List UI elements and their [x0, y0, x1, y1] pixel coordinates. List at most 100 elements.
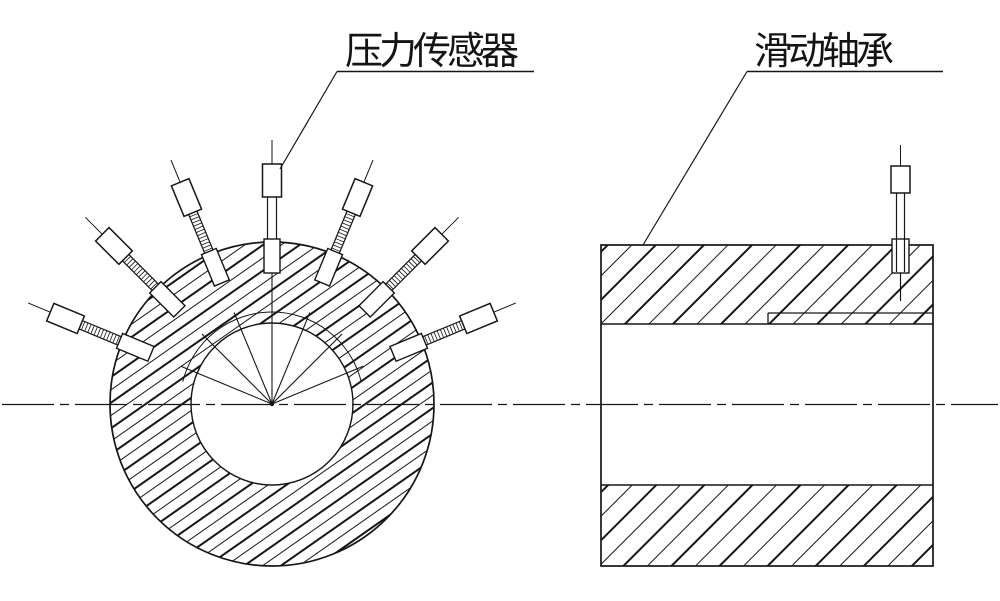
- sensor-body: [458, 302, 499, 335]
- sensor-tip: [357, 280, 396, 319]
- sensor-tip: [389, 332, 429, 363]
- sensor-stem-thread-tick: [338, 231, 347, 237]
- sensor-stem-thread-tick: [124, 256, 131, 263]
- sensor-hole-axis-line: [180, 365, 273, 405]
- sensor-stem-thread-tick: [396, 272, 404, 280]
- sensor-stem-thread-tick: [386, 282, 394, 290]
- pressure-sensor-assembly: [271, 216, 460, 405]
- sensor-stem-thread-tick: [398, 270, 406, 278]
- sensor-stem-edge: [425, 328, 466, 346]
- sensor-axis-extension: [170, 159, 181, 183]
- sensor-stem-thread-tick: [332, 244, 342, 249]
- sensor-stem-thread-tick: [193, 222, 202, 227]
- side-view-outline: [600, 244, 934, 567]
- sensor-stem-thread-tick: [143, 275, 151, 283]
- sensor-stem-thread-tick: [389, 280, 396, 287]
- sensor-stem-edge: [330, 210, 348, 251]
- sensor-stem-thread-tick: [455, 322, 460, 332]
- sensor-stem-thread-tick: [391, 277, 399, 285]
- sensor-stem-edge: [385, 254, 416, 285]
- sensor-axis-extension: [27, 302, 51, 313]
- sensor-stem-thread-tick: [452, 324, 457, 333]
- sensor-stem-thread-tick: [334, 241, 343, 246]
- sliding-bearing-leader-line: [642, 71, 748, 246]
- side-view-upper-wall-hatch: [601, 245, 933, 324]
- sliding-bearing-label: 滑动轴承: [754, 29, 893, 73]
- sensor-axis-extension: [441, 216, 460, 235]
- sensor-stem-thread-tick: [112, 334, 117, 344]
- sensor-stem-thread-tick: [424, 335, 429, 345]
- sensor-stem-thread-tick: [430, 333, 435, 342]
- sensor-hole-axis-line: [271, 312, 311, 405]
- sensor-stem-edge: [188, 214, 206, 254]
- pressure-sensor-leader-line: [279, 71, 338, 170]
- sensor-stem-thread-tick: [344, 216, 354, 221]
- side-view-lower-wall-hatch: [601, 485, 933, 566]
- sensor-stem-thread-tick: [195, 228, 205, 233]
- sensor-tip: [148, 280, 187, 319]
- sensor-tip: [200, 247, 231, 287]
- sensor-stem-edge: [128, 254, 159, 285]
- sensor-stem-thread-tick: [203, 247, 213, 252]
- sensor-stem-thread-tick: [331, 247, 341, 252]
- sensor-stem-edge: [78, 328, 119, 346]
- sensor-stem-thread-tick: [401, 268, 408, 275]
- sensor-stem-thread-tick: [90, 325, 95, 334]
- side-sensor-tip: [891, 238, 910, 274]
- sensor-hole-axis-line: [201, 333, 273, 405]
- sensor-stem-thread-tick: [194, 225, 204, 230]
- sensor-stem-thread-tick: [81, 321, 86, 331]
- pressure-sensor-assembly: [261, 140, 283, 404]
- sensor-stem-thread-tick: [403, 265, 411, 273]
- sensor-stem-thread-tick: [126, 258, 134, 266]
- sensor-stem-thread-tick: [192, 219, 201, 224]
- sensor-stem-thread-tick: [131, 263, 139, 271]
- sensor-stem-thread-tick: [343, 219, 352, 224]
- sensor-stem-thread-tick: [145, 277, 153, 285]
- sensor-hole-axis-line: [233, 312, 273, 405]
- sensor-stem-edge: [196, 210, 214, 251]
- pressure-sensor-assembly: [84, 216, 273, 405]
- sensor-stem-thread-tick: [345, 213, 355, 218]
- sensor-stem-thread-tick: [413, 256, 420, 263]
- sensor-stem-thread-tick: [93, 326, 98, 336]
- sensor-body: [261, 163, 283, 198]
- sensor-stem-thread-tick: [150, 282, 158, 290]
- sensor-stem-thread-tick: [190, 216, 200, 221]
- annotations: 压力传感器 滑动轴承: [279, 29, 943, 246]
- sensor-stem-thread-tick: [339, 228, 349, 233]
- sensor-stem-thread-tick: [96, 327, 101, 337]
- sensor-stem-edge: [338, 214, 356, 254]
- sensor-stem-thread-tick: [458, 321, 463, 331]
- sensor-stem-edge: [422, 320, 462, 338]
- sensor-stem-thread-tick: [128, 260, 136, 268]
- sensor-hole-axis-line: [271, 333, 343, 405]
- sensor-axis-extension: [84, 216, 103, 235]
- sensor-stem-thread-tick: [408, 260, 416, 268]
- sensor-stem-thread-tick: [109, 333, 114, 342]
- sensor-stem-thread-tick: [99, 329, 105, 338]
- sensor-tip: [313, 247, 344, 287]
- sensor-stem-thread-tick: [405, 263, 413, 271]
- sensor-stem-edge: [391, 260, 422, 291]
- sensor-axis-extension: [493, 302, 517, 313]
- pressure-sensor-assembly: [27, 302, 273, 405]
- sensor-stem-thread-tick: [393, 275, 401, 283]
- sensor-stem-thread-tick: [84, 322, 89, 332]
- sensor-stem-thread-tick: [335, 238, 345, 243]
- sensor-stem-edge: [82, 320, 122, 338]
- sensor-stem-thread-tick: [427, 334, 432, 344]
- sensor-stem-thread-tick: [336, 235, 346, 240]
- sensor-stem-thread-tick: [198, 235, 208, 240]
- sensor-stem-thread-tick: [410, 258, 418, 266]
- sensor-stem-thread-tick: [449, 325, 454, 334]
- pressure-sensor-assembly: [271, 159, 374, 405]
- sensor-stem-thread-tick: [103, 330, 108, 340]
- sensor-stem-thread-tick: [443, 327, 448, 337]
- sensor-stem-thread-tick: [342, 222, 351, 227]
- sensor-tip: [115, 332, 155, 363]
- pressure-sensor-assembly: [170, 159, 273, 405]
- sensor-stem-thread-tick: [148, 280, 155, 287]
